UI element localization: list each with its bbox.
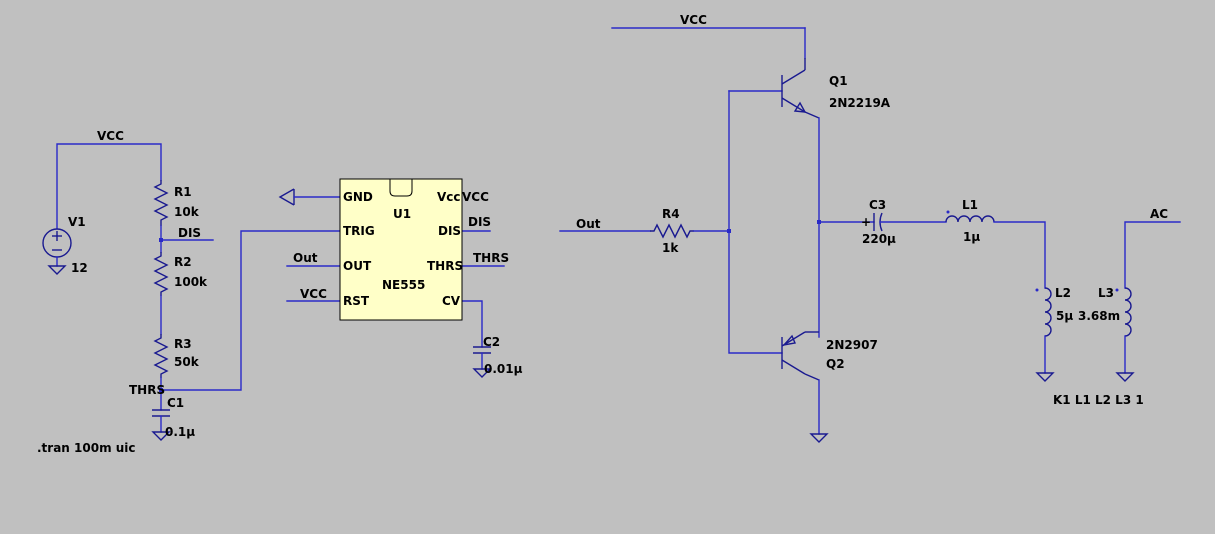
q2-value: 2N2907 <box>826 338 878 352</box>
u1-pin-thrs: THRS <box>427 259 463 273</box>
u1-pin-trig: TRIG <box>343 224 375 238</box>
r1-name: R1 <box>174 185 192 199</box>
l1-inductor[interactable] <box>945 210 995 223</box>
c2-name: C2 <box>483 335 500 349</box>
net-label-out-ic: Out <box>293 251 318 265</box>
u1-pin-gnd: GND <box>343 190 373 204</box>
q1-npn-transistor[interactable] <box>781 58 820 119</box>
net-label-out: Out <box>576 217 601 231</box>
u1-pin-vcc: Vcc <box>437 190 461 204</box>
net-label-dis-ic: DIS <box>468 215 491 229</box>
u1-pin-dis: DIS <box>438 224 461 238</box>
l2-inductor[interactable] <box>1035 287 1052 337</box>
u1-pin-rst: RST <box>343 294 370 308</box>
c3-polarity: + <box>861 215 871 229</box>
c1-value: 0.1µ <box>165 425 195 439</box>
c1-name: C1 <box>167 396 184 410</box>
l2-value: 5µ <box>1056 309 1073 323</box>
r3-resistor[interactable] <box>153 334 169 378</box>
c3-name: C3 <box>869 198 886 212</box>
ground-symbol <box>809 433 829 443</box>
l3-inductor[interactable] <box>1115 287 1132 337</box>
l2-name: L2 <box>1055 286 1071 300</box>
net-label-vcc-pin: VCC <box>462 190 489 204</box>
c3-value: 220µ <box>862 232 896 246</box>
l3-name: L3 <box>1098 286 1114 300</box>
v1-voltage-source[interactable] <box>42 228 72 267</box>
tran-directive[interactable]: .tran 100m uic <box>37 441 136 455</box>
r2-resistor[interactable] <box>153 252 169 296</box>
net-label-vcc-rst: VCC <box>300 287 327 301</box>
c1-capacitor[interactable] <box>152 409 170 417</box>
q2-pnp-transistor[interactable] <box>781 331 820 381</box>
r3-name: R3 <box>174 337 192 351</box>
q1-value: 2N2219A <box>829 96 891 110</box>
l3-value: 3.68m <box>1078 309 1120 323</box>
c2-value: 0.01µ <box>484 362 523 376</box>
coupling-directive[interactable]: K1 L1 L2 L3 1 <box>1053 393 1144 407</box>
junction-dot <box>727 229 731 233</box>
net-label-vcc-q1: VCC <box>680 13 707 27</box>
l1-value: 1µ <box>963 230 980 244</box>
q2-name: Q2 <box>826 357 845 371</box>
ground-symbol <box>1115 372 1135 382</box>
v1-name: V1 <box>68 215 86 229</box>
v1-wire-top[interactable] <box>56 143 162 229</box>
ground-symbol <box>47 265 67 275</box>
ground-symbol <box>472 368 492 378</box>
junction-dot <box>159 238 163 242</box>
r2-value: 100k <box>174 275 208 289</box>
r3-value: 50k <box>174 355 200 369</box>
q1-name: Q1 <box>829 74 848 88</box>
u1-ne555[interactable] <box>339 178 463 321</box>
l1-name: L1 <box>962 198 978 212</box>
ground-symbol <box>151 431 171 441</box>
net-label-vcc: VCC <box>97 129 124 143</box>
net-label-ac: AC <box>1150 207 1168 221</box>
u1-pin-out: OUT <box>343 259 372 273</box>
net-label-thrs: THRS <box>129 383 165 397</box>
junction-dot <box>159 388 163 392</box>
r2-name: R2 <box>174 255 192 269</box>
u1-value: NE555 <box>382 278 425 292</box>
net-label-dis: DIS <box>178 226 201 240</box>
ground-symbol <box>278 188 295 206</box>
r4-value: 1k <box>662 241 679 255</box>
r4-name: R4 <box>662 207 680 221</box>
r1-value: 10k <box>174 205 200 219</box>
net-label-thrs-ic: THRS <box>473 251 509 265</box>
ground-symbol <box>1035 372 1055 382</box>
r1-resistor[interactable] <box>153 180 169 226</box>
r4-resistor[interactable] <box>650 223 694 239</box>
v1-value: 12 <box>71 261 88 275</box>
u1-pin-cv: CV <box>442 294 461 308</box>
u1-name: U1 <box>393 207 411 221</box>
